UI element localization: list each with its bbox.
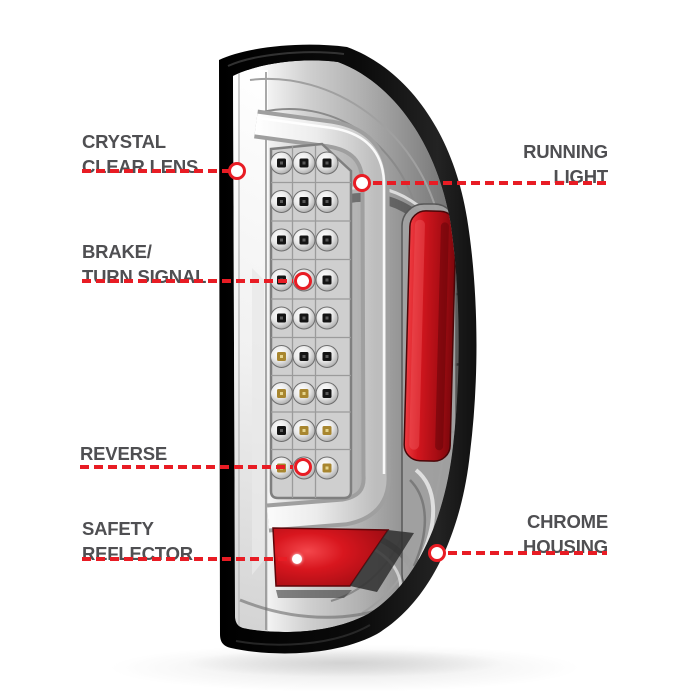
leader-dot-marker <box>292 554 302 564</box>
safety-reflector-shape <box>272 527 414 598</box>
running-light-reflector <box>403 210 457 462</box>
led-panel <box>269 142 353 500</box>
callout-label-line: SAFETY <box>82 518 154 539</box>
leader-line <box>448 551 607 555</box>
lens-interior <box>233 60 459 633</box>
callout-label: REVERSE <box>80 441 167 466</box>
leader-ring-marker <box>294 458 312 476</box>
callout-label-line: CHROME <box>526 511 608 532</box>
leader-ring-marker <box>228 162 246 180</box>
crystal-lens-strip <box>233 70 268 632</box>
callout-label-line: CRYSTAL <box>82 131 166 152</box>
callout-label-line: LIGHT <box>553 166 609 187</box>
callout-label-line: CLEAR LENS <box>82 156 199 177</box>
callout-label-line: BRAKE/ <box>82 241 152 262</box>
callout-label-line: HOUSING <box>523 536 608 557</box>
leader-line <box>373 181 607 185</box>
leader-line <box>82 169 229 173</box>
callout-label-line: REVERSE <box>80 443 168 464</box>
leader-line <box>82 279 293 283</box>
leader-ring-marker <box>353 174 371 192</box>
leader-ring-marker <box>428 544 446 562</box>
leader-line <box>82 557 288 561</box>
callout-label-line: TURN SIGNAL <box>82 266 207 287</box>
led-array <box>271 151 339 480</box>
leader-line <box>80 465 293 469</box>
floor-reflection <box>110 644 580 692</box>
side-reflector-pod <box>401 203 457 597</box>
callout-label-line: REFLECTOR <box>82 543 193 564</box>
callout-label-line: RUNNING <box>523 141 608 162</box>
leader-ring-marker <box>294 272 312 290</box>
